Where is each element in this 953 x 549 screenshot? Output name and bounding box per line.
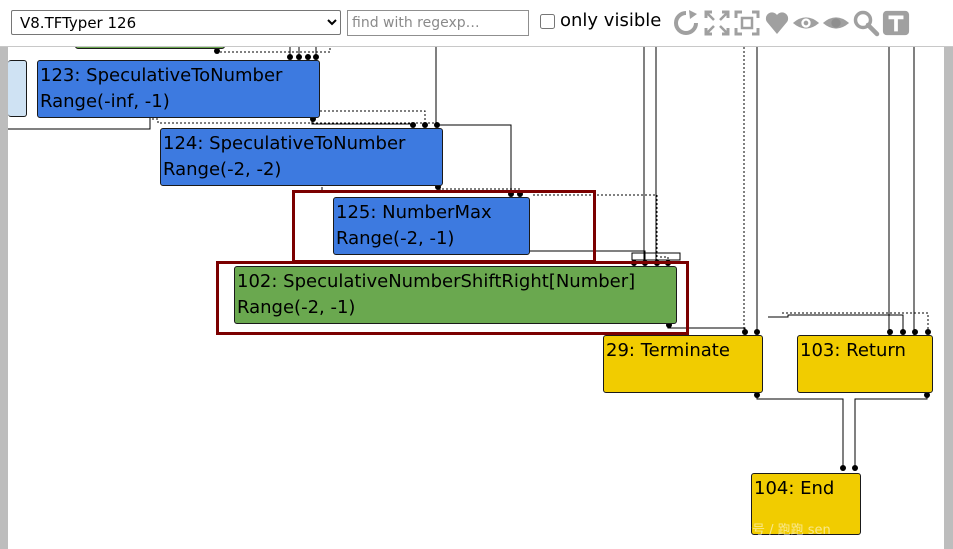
node-124-range: Range(-2, -2) bbox=[163, 159, 282, 180]
relayout-icon[interactable] bbox=[672, 9, 700, 37]
port bbox=[887, 329, 893, 335]
node-123-title: 123: SpeculativeToNumber bbox=[40, 65, 283, 86]
toolbar: V8.TFTyper 126 only visible bbox=[0, 0, 953, 47]
node-123-range: Range(-inf, -1) bbox=[40, 91, 170, 112]
edge bbox=[854, 393, 928, 471]
watermark-text: 公众号 / 跑跑 sen bbox=[726, 523, 831, 538]
node-104[interactable]: 104: End bbox=[751, 473, 861, 535]
node-125[interactable]: 125: NumberMax Range(-2, -1) bbox=[333, 197, 530, 255]
port bbox=[422, 122, 428, 128]
port bbox=[754, 329, 760, 335]
search-input[interactable] bbox=[347, 10, 529, 36]
node-125-title: 125: NumberMax bbox=[336, 202, 492, 223]
selection-highlight-125 bbox=[292, 190, 596, 263]
edge bbox=[8, 116, 151, 130]
left-gutter bbox=[0, 47, 8, 549]
show-selected-icon[interactable] bbox=[763, 9, 791, 37]
selection-highlight-102 bbox=[216, 261, 689, 335]
edge bbox=[631, 252, 681, 261]
node-29[interactable]: 29: Terminate bbox=[603, 335, 763, 393]
node-125-range: Range(-2, -1) bbox=[336, 228, 455, 249]
node-123[interactable]: 123: SpeculativeToNumber Range(-inf, -1) bbox=[37, 60, 320, 118]
edge bbox=[435, 47, 512, 191]
port bbox=[434, 122, 440, 128]
node-partial-green[interactable] bbox=[75, 47, 225, 49]
graph-canvas[interactable]: 123: SpeculativeToNumber Range(-inf, -1)… bbox=[0, 47, 953, 549]
edge bbox=[289, 47, 317, 59]
edge-dotted bbox=[216, 47, 331, 53]
edge-dotted bbox=[152, 118, 437, 127]
edge-dotted bbox=[782, 312, 929, 335]
port bbox=[313, 54, 319, 60]
port bbox=[912, 329, 918, 335]
edge-dotted bbox=[320, 110, 426, 127]
toggle-types-icon[interactable] bbox=[882, 9, 910, 37]
node-102[interactable]: 102: SpeculativeNumberShiftRight[Number]… bbox=[234, 266, 677, 324]
port bbox=[305, 54, 311, 60]
port bbox=[296, 54, 302, 60]
port bbox=[840, 465, 846, 471]
port bbox=[852, 465, 858, 471]
port bbox=[900, 329, 906, 335]
node-102-range: Range(-2, -1) bbox=[237, 297, 356, 318]
edge bbox=[756, 393, 844, 471]
show-all-icon[interactable] bbox=[703, 9, 731, 37]
port bbox=[754, 392, 760, 398]
hide-unselected-eye-icon[interactable] bbox=[822, 9, 850, 37]
port bbox=[287, 54, 293, 60]
node-102-title: 102: SpeculativeNumberShiftRight[Number] bbox=[237, 271, 636, 292]
only-visible-label: only visible bbox=[560, 10, 662, 31]
node-124-title: 124: SpeculativeToNumber bbox=[163, 133, 406, 154]
node-partial-lightblue[interactable] bbox=[8, 60, 27, 117]
edge bbox=[768, 314, 904, 335]
edge-dotted bbox=[533, 194, 658, 265]
port bbox=[925, 329, 931, 335]
port bbox=[742, 329, 748, 335]
node-103-title: 103: Return bbox=[800, 340, 906, 361]
port bbox=[924, 392, 930, 398]
node-124[interactable]: 124: SpeculativeToNumber Range(-2, -2) bbox=[160, 128, 443, 186]
port bbox=[410, 122, 416, 128]
node-29-title: 29: Terminate bbox=[606, 340, 730, 361]
toggle-hide-dead-icon[interactable] bbox=[733, 9, 761, 37]
show-all-eye-icon[interactable] bbox=[792, 9, 820, 37]
phase-select[interactable]: V8.TFTyper 126 bbox=[11, 10, 341, 35]
zoom-selection-icon[interactable] bbox=[852, 9, 880, 37]
node-104-title: 104: End bbox=[754, 478, 835, 499]
right-gutter bbox=[944, 47, 953, 549]
port bbox=[214, 48, 220, 54]
node-103[interactable]: 103: Return bbox=[797, 335, 933, 393]
only-visible-checkbox[interactable] bbox=[540, 14, 555, 29]
